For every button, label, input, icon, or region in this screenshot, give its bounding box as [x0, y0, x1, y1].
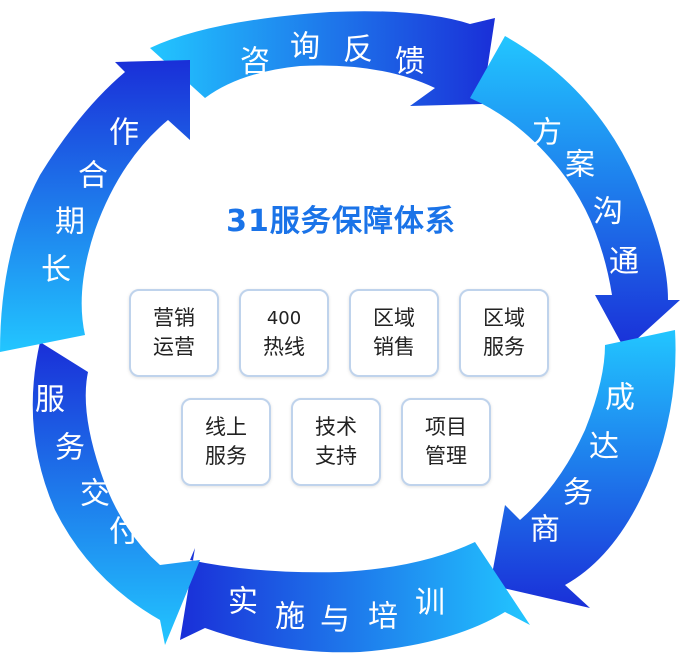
box-online-service: 线上 服务: [181, 398, 271, 486]
box-line: 销售: [373, 335, 415, 359]
ring-char-plan-1: 案: [565, 148, 595, 183]
ring-char-delivery-2: 交: [80, 477, 110, 512]
ring-char-plan-3: 通: [609, 245, 639, 280]
box-hotline: 400 热线: [239, 289, 329, 377]
box-line: 线上: [205, 415, 247, 439]
ring-char-consult-2: 反: [343, 33, 373, 68]
ring-char-training-2: 与: [320, 603, 350, 638]
box-line: 运营: [153, 335, 195, 359]
ring-char-consult-0: 咨: [240, 45, 270, 80]
box-line: 营销: [153, 306, 195, 330]
ring-char-delivery-1: 务: [55, 431, 85, 466]
arrow-segment-longterm: [0, 60, 190, 352]
ring-char-delivery-3: 付: [109, 515, 139, 550]
box-line: 技术: [315, 415, 357, 439]
ring-char-consult-3: 馈: [395, 45, 425, 80]
box-line: 服务: [483, 335, 525, 359]
ring-char-longterm-0: 作: [109, 116, 139, 151]
box-line: 管理: [425, 444, 467, 468]
box-marketing-ops: 营销 运营: [129, 289, 219, 377]
ring-char-plan-2: 沟: [593, 195, 623, 230]
box-line: 400: [266, 308, 302, 329]
ring-char-deal-2: 务: [563, 476, 593, 511]
box-regional-sales: 区域 销售: [349, 289, 439, 377]
ring-char-delivery-0: 服: [35, 383, 65, 418]
arrow-segment-deal: [490, 330, 676, 608]
diagram-title: 31服务保障体系: [226, 204, 456, 239]
box-line: 服务: [205, 444, 247, 468]
box-line: 区域: [483, 306, 525, 330]
box-line: 区域: [373, 306, 415, 330]
ring-char-consult-1: 询: [290, 30, 320, 65]
arrow-segment-delivery: [32, 342, 201, 645]
ring-char-training-4: 训: [415, 586, 445, 621]
arrow-segment-plan: [470, 36, 680, 350]
ring-char-training-1: 施: [275, 600, 305, 635]
box-tech-support: 技术 支持: [291, 398, 381, 486]
ring-char-longterm-1: 合: [78, 159, 108, 194]
ring-char-training-0: 实: [228, 585, 258, 620]
ring-char-longterm-2: 期: [55, 205, 85, 240]
ring-char-deal-0: 成: [605, 381, 635, 416]
box-line: 支持: [315, 444, 357, 468]
arrow-segment-consult: [150, 11, 495, 107]
ring-char-plan-0: 方: [532, 116, 562, 151]
box-line: 项目: [425, 415, 467, 439]
ring-char-training-3: 培: [368, 600, 398, 635]
box-line: 热线: [263, 335, 305, 359]
ring-labels: 咨询反馈方案沟通成达务商实施与培训服务交付作合期长: [35, 30, 639, 638]
box-regional-service: 区域 服务: [459, 289, 549, 377]
ring-char-deal-1: 达: [589, 430, 619, 465]
box-project-mgmt: 项目 管理: [401, 398, 491, 486]
ring-char-longterm-3: 长: [41, 253, 71, 288]
ring-char-deal-3: 商: [530, 513, 560, 548]
arrow-segment-training: [180, 542, 530, 653]
